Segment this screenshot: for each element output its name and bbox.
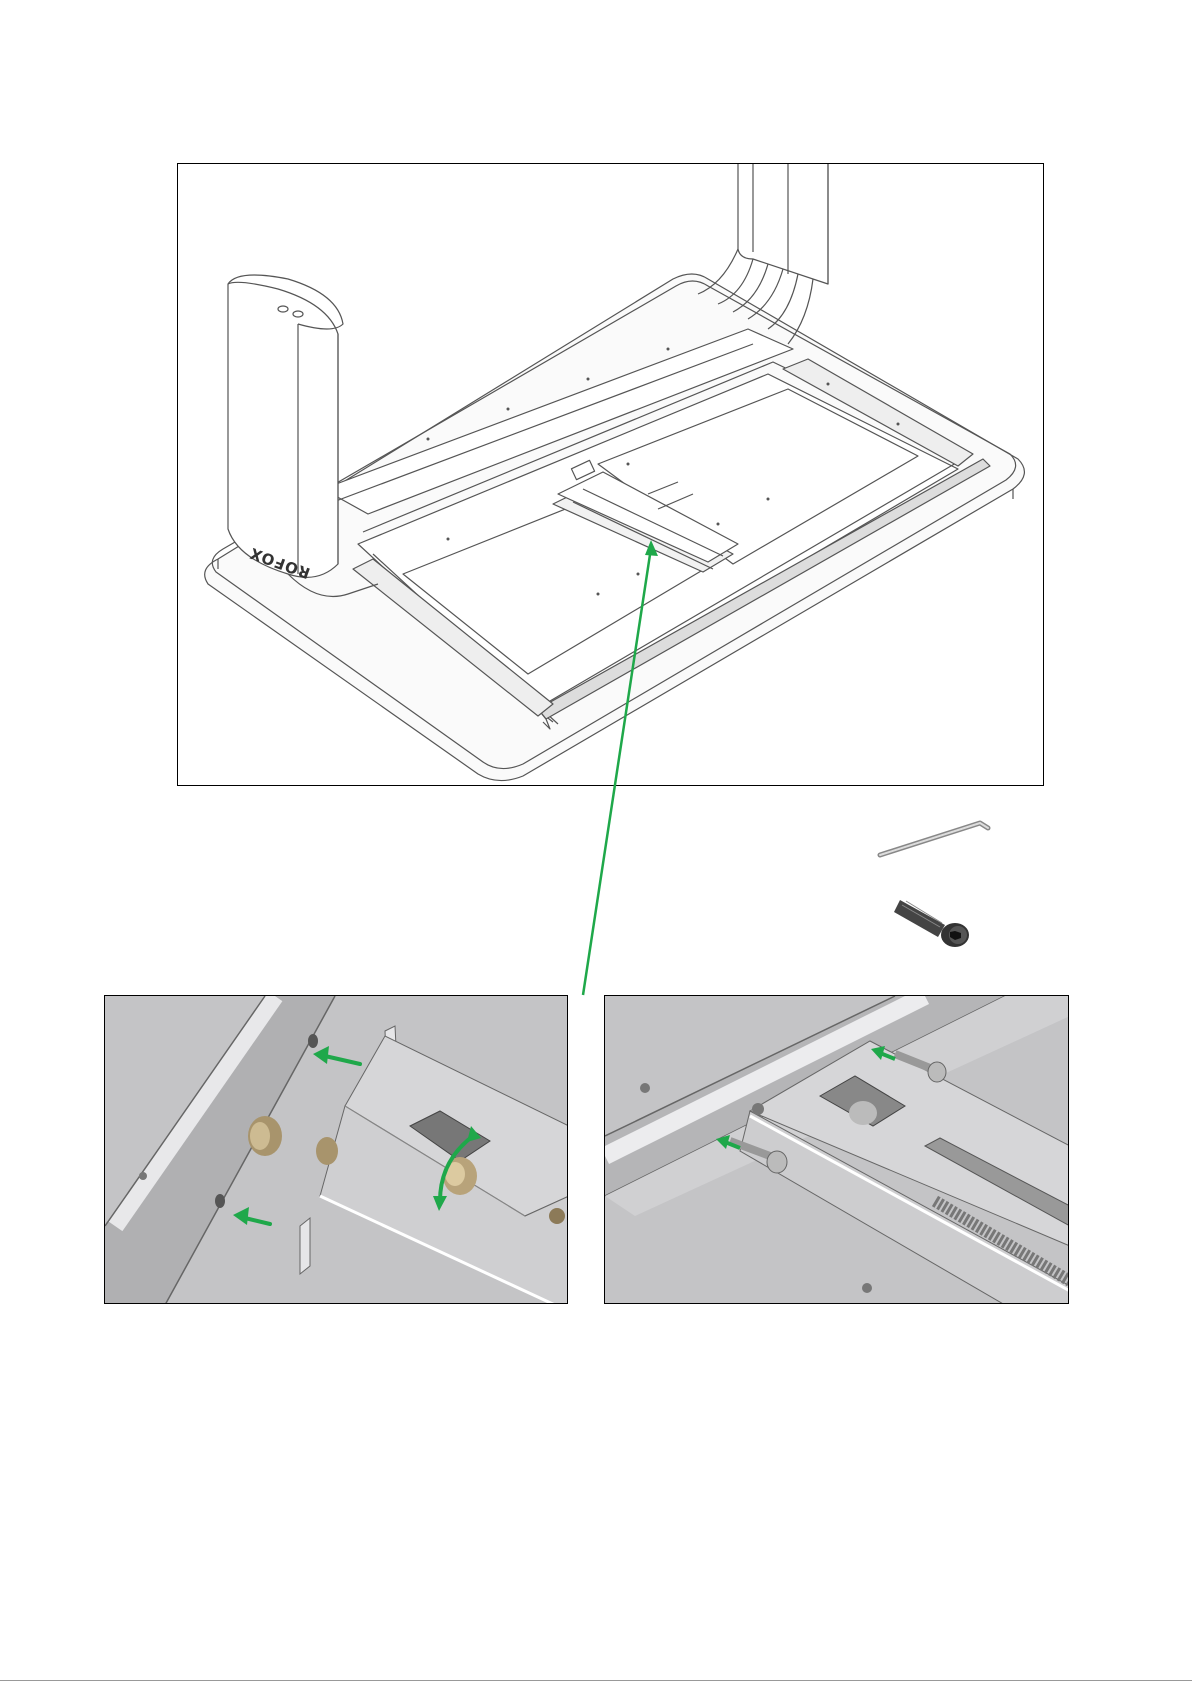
- panel-divider: [567, 997, 606, 1302]
- main-assembly-view: ROFOX: [177, 163, 1044, 786]
- page-bottom-rule: [0, 1680, 1192, 1681]
- insert-arrow-icon: [313, 1046, 360, 1064]
- tools-area: [870, 805, 1000, 965]
- insert-arrow-icon: [233, 1207, 270, 1225]
- bolt-icon: [894, 900, 969, 947]
- detail-view-right: [604, 995, 1069, 1304]
- allen-key-icon: [880, 823, 988, 855]
- detail-view-left: [104, 995, 568, 1304]
- desk-frame-drawing: [178, 164, 1044, 786]
